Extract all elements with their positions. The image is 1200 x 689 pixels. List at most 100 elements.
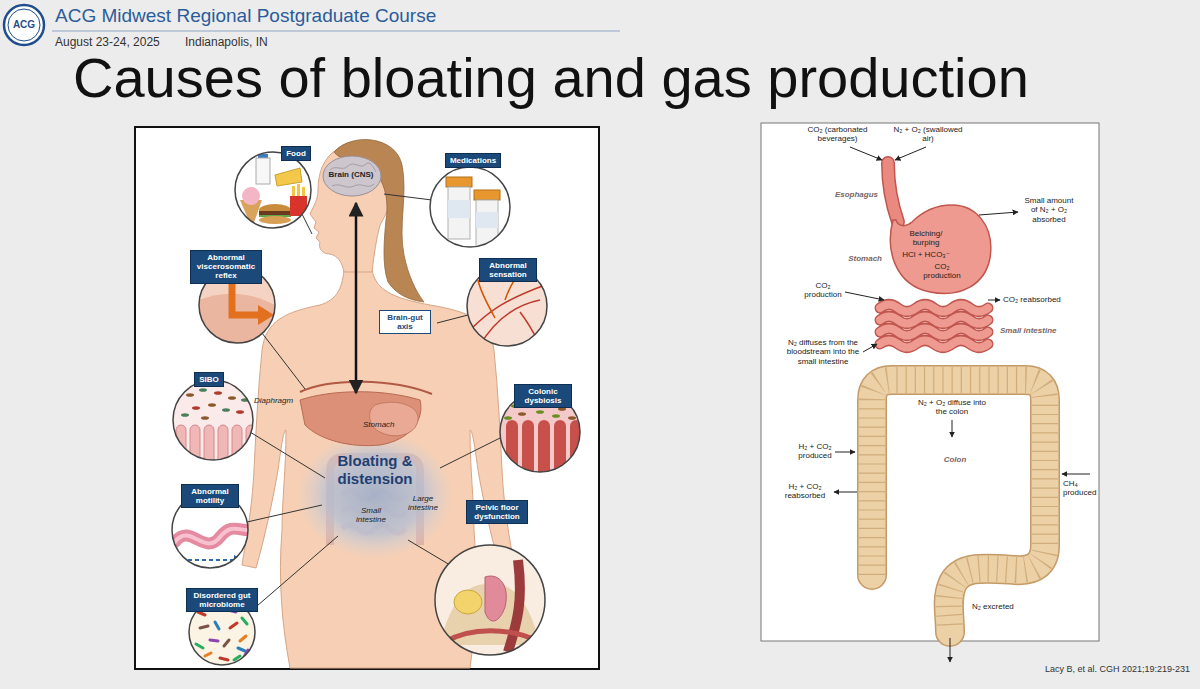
node-text: Colonic dysbiosis <box>519 387 567 405</box>
brain <box>323 156 381 196</box>
leader-line <box>250 536 338 612</box>
food-inset <box>278 227 302 239</box>
food-inset <box>259 204 291 216</box>
course-place-box: Indianapolis, IN <box>185 35 268 49</box>
figure-frame <box>135 127 599 669</box>
brain <box>332 184 374 187</box>
node-text: Disordered gut microbiome <box>191 591 253 609</box>
food-inset <box>275 168 302 186</box>
gas-arrow <box>834 147 1090 662</box>
pelvic-inset <box>485 576 506 621</box>
medications-inset <box>474 190 500 200</box>
sibo-inset <box>201 416 209 420</box>
citation: Lacy B, et al. CGH 2021;19:219-231 <box>990 664 1190 675</box>
leader-line <box>437 315 468 323</box>
food-inset <box>290 196 307 216</box>
cause-tag: Abnormal motility <box>181 484 239 508</box>
reflex-inset <box>199 294 275 345</box>
leader-line <box>247 194 500 612</box>
gas-note: H₂ + CO₂ reabsorbed <box>780 482 830 501</box>
course-name-box: ACG Midwest Regional Postgraduate Course <box>55 5 436 27</box>
gas-note: N₂ excreted <box>972 602 1014 611</box>
gas-note-box: CH₄ produced <box>1063 479 1097 498</box>
cause-tag: Food <box>281 146 311 161</box>
node-text: Pelvic floor dysfunction <box>471 503 523 521</box>
motility-inset <box>175 529 252 544</box>
sibo-inset <box>181 413 189 417</box>
pelvic-inset <box>435 545 545 655</box>
organ-name-box: Small intestine <box>348 506 394 525</box>
pelvic-inset <box>435 545 545 655</box>
gas-source-box: N₂ + O₂ (swallowed air) <box>893 125 963 144</box>
sibo-inset <box>208 403 216 407</box>
gas-note: Belching/ burping <box>900 229 952 248</box>
gas-note: N₂ diffuses from the bloodstream into th… <box>785 338 861 366</box>
cause-tag: SIBO <box>194 372 224 387</box>
organ-name: Colon <box>930 455 980 464</box>
node-text: Brain-gut axis <box>384 313 426 331</box>
dysbiosis-inset <box>536 410 544 414</box>
logo-text: ACG <box>4 19 44 31</box>
gi-tract <box>872 380 1045 632</box>
gas-source: N₂ + O₂ (swallowed air) <box>893 125 963 144</box>
microbiome-inset <box>242 618 247 624</box>
organ-name-box: Small intestine <box>1000 326 1056 335</box>
sibo-inset <box>190 425 200 467</box>
gas-note-box: H₂ + CO₂ produced <box>790 442 840 461</box>
abdominal-organs <box>300 382 432 394</box>
gas-arrow <box>835 452 855 453</box>
gas-note-box: HCl + HCO₃⁻ <box>898 250 954 259</box>
gi-tract <box>880 305 988 348</box>
node-text: Food <box>286 149 306 158</box>
cause-tag: Abnormal viscerosomatic reflex <box>190 250 262 284</box>
gi-tract <box>888 163 898 222</box>
gas-note: H₂ + CO₂ produced <box>790 442 840 461</box>
sibo-inset <box>222 408 230 412</box>
leader-line <box>440 438 500 468</box>
gas-note: Small amount of N₂ + O₂ absorbed <box>1022 196 1076 224</box>
gas-note: CO₂ reabsorbed <box>1003 295 1061 304</box>
microbiome-inset <box>210 640 218 641</box>
sibo-inset <box>218 425 228 467</box>
gas-note: CO₂ production <box>800 281 846 300</box>
cause-tag: Pelvic floor dysfunction <box>466 500 528 524</box>
leader-line <box>384 194 432 200</box>
organ-name: Esophagus <box>828 190 878 199</box>
gas-note: N₂ + O₂ diffuse into the colon <box>912 398 992 417</box>
symptom-label-box: Bloating & distension <box>320 452 430 487</box>
dysbiosis-inset <box>504 416 512 420</box>
food-inset <box>235 152 311 228</box>
gi-tract <box>890 205 990 293</box>
brain <box>323 156 381 196</box>
dysbiosis-inset <box>506 420 518 476</box>
gas-arrow <box>988 300 1000 301</box>
node-text: Medications <box>450 156 496 165</box>
bloating-cloud <box>297 431 453 559</box>
leader-line <box>247 505 322 522</box>
abdominal-organs <box>370 402 419 436</box>
acg-logo <box>4 5 44 45</box>
pelvic-inset <box>440 560 540 652</box>
gas-note-box: H₂ + CO₂ reabsorbed <box>780 482 830 501</box>
food-inset <box>297 184 300 198</box>
gi-tract <box>872 380 1045 632</box>
citation-box: Lacy B, et al. CGH 2021;19:219-231 <box>990 664 1190 675</box>
sensation-inset <box>520 312 540 345</box>
gas-source-box: CO₂ (carbonated beverages) <box>790 125 885 144</box>
medications-inset <box>430 167 510 247</box>
gas-arrow <box>850 147 882 160</box>
medications-inset <box>430 167 510 247</box>
axis-box: Brain-gut axis <box>379 310 431 334</box>
microbiome-inset <box>205 653 211 656</box>
microbiome-inset <box>215 622 219 629</box>
dysbiosis-inset <box>518 412 526 416</box>
gi-tract <box>880 305 988 348</box>
motility-inset <box>188 559 236 561</box>
node-text: SIBO <box>199 375 219 384</box>
organ-name: Small intestine <box>1000 326 1056 335</box>
gas-source: CO₂ (carbonated beverages) <box>790 125 885 144</box>
microbiome-inset <box>198 612 205 615</box>
abdominal-organs <box>300 382 432 446</box>
gi-tract <box>872 163 1045 632</box>
